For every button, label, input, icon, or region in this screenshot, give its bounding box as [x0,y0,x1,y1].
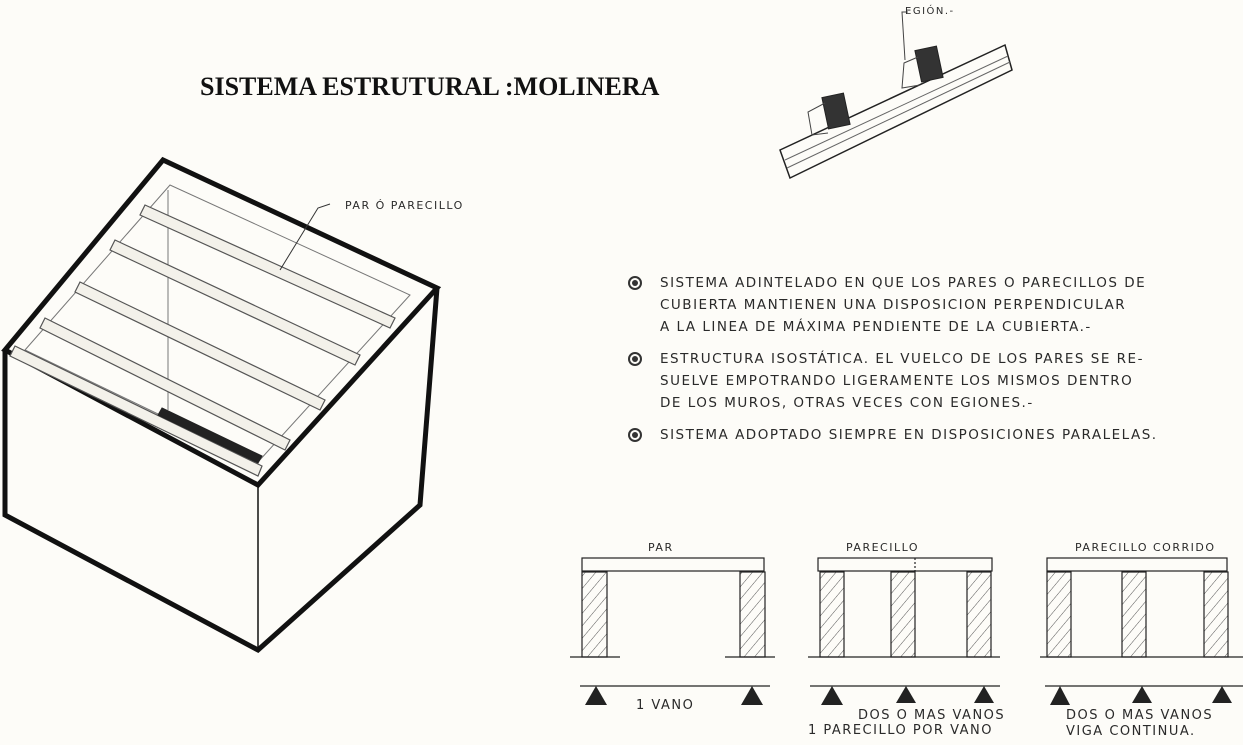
note-line: CUBIERTA MANTIENEN UNA DISPOSICION PERPE… [660,297,1127,313]
note-line: DE LOS MUROS, OTRAS VECES CON EGIONES.- [660,395,1034,411]
scheme-2-caption-line-2: 1 PARECILLO POR VANO [808,723,993,738]
span-schemes [570,557,1243,705]
bullet-icon [628,276,642,290]
egion-label: EGIÓN.- [905,6,955,17]
egion-detail-drawing [779,11,1013,180]
scheme-1-beam-label: PAR [648,541,674,554]
isometric-roof-drawing [1,156,442,654]
supports [585,686,1232,705]
note-item: SISTEMA ADOPTADO SIEMPRE EN DISPOSICIONE… [628,424,1188,446]
scheme-3-beam-label: PARECILLO CORRIDO [1075,541,1216,554]
rafters [9,204,396,477]
bullet-icon [628,352,642,366]
note-line: ESTRUCTURA ISOSTÁTICA. EL VUELCO DE LOS … [660,351,1144,367]
scheme-3-caption-line-2: VIGA CONTINUA. [1066,724,1196,739]
note-line: SISTEMA ADOPTADO SIEMPRE EN DISPOSICIONE… [660,427,1158,443]
page-title: SISTEMA ESTRUTURAL :MOLINERA [200,72,660,101]
scheme-2-beam-label: PARECILLO [846,541,919,554]
scheme-1-caption: 1 VANO [636,698,695,713]
rafter-label: PAR Ó PARECILLO [345,199,464,212]
note-line: A LA LINEA DE MÁXIMA PENDIENTE DE LA CUB… [660,319,1092,335]
scheme-3-caption-line-1: DOS O MAS VANOS [1066,708,1214,723]
bullet-icon [628,428,642,442]
scheme-2-caption-line-1: DOS O MAS VANOS [858,708,1006,723]
note-line: SUELVE EMPOTRANDO LIGERAMENTE LOS MISMOS… [660,373,1134,389]
note-line: SISTEMA ADINTELADO EN QUE LOS PARES O PA… [660,275,1147,291]
note-item: ESTRUCTURA ISOSTÁTICA. EL VUELCO DE LOS … [628,348,1188,414]
notes-list: SISTEMA ADINTELADO EN QUE LOS PARES O PA… [628,272,1188,456]
note-item: SISTEMA ADINTELADO EN QUE LOS PARES O PA… [628,272,1188,338]
